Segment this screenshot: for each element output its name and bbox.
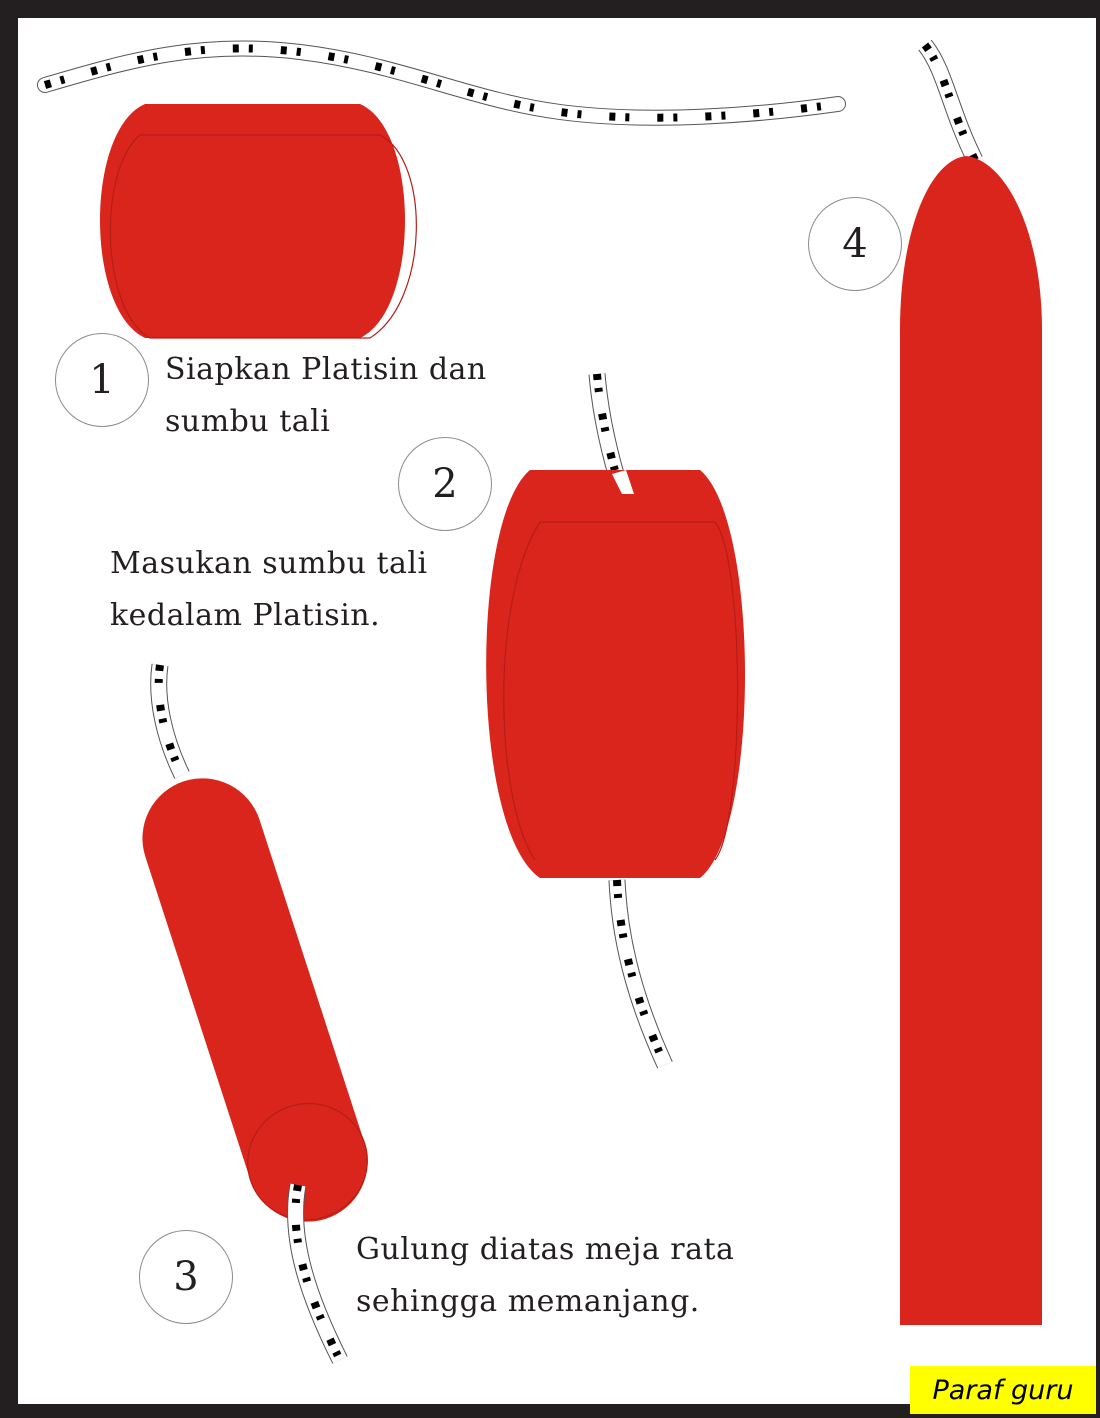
step-1-line-1: Siapkan Platisin dan [165, 344, 487, 396]
step-2-line-1: Masukan sumbu tali [110, 538, 428, 590]
step-3-line-1: Gulung diatas meja rata [356, 1224, 734, 1276]
step-3-number-badge: 3 [139, 1230, 233, 1324]
plasticine-block-icon [100, 104, 416, 338]
step-2-instruction: Masukan sumbu tali kedalam Platisin. [110, 538, 428, 642]
step-1-number-badge: 1 [55, 333, 149, 427]
plasticine-stick-icon [900, 45, 1042, 1325]
step-2-line-2: kedalam Platisin. [110, 590, 428, 642]
step-3-instruction: Gulung diatas meja rata sehingga memanja… [356, 1224, 734, 1328]
step-1-instruction: Siapkan Platisin dan sumbu tali [165, 344, 487, 448]
step-2-number-badge: 2 [398, 437, 492, 531]
step-1-line-2: sumbu tali [165, 396, 487, 448]
step-3-line-2: sehingga memanjang. [356, 1276, 734, 1328]
plasticine-wick-block-icon [486, 374, 745, 1065]
step-4-number-badge: 4 [808, 197, 902, 291]
teacher-signature-box[interactable]: Paraf guru [910, 1366, 1096, 1414]
